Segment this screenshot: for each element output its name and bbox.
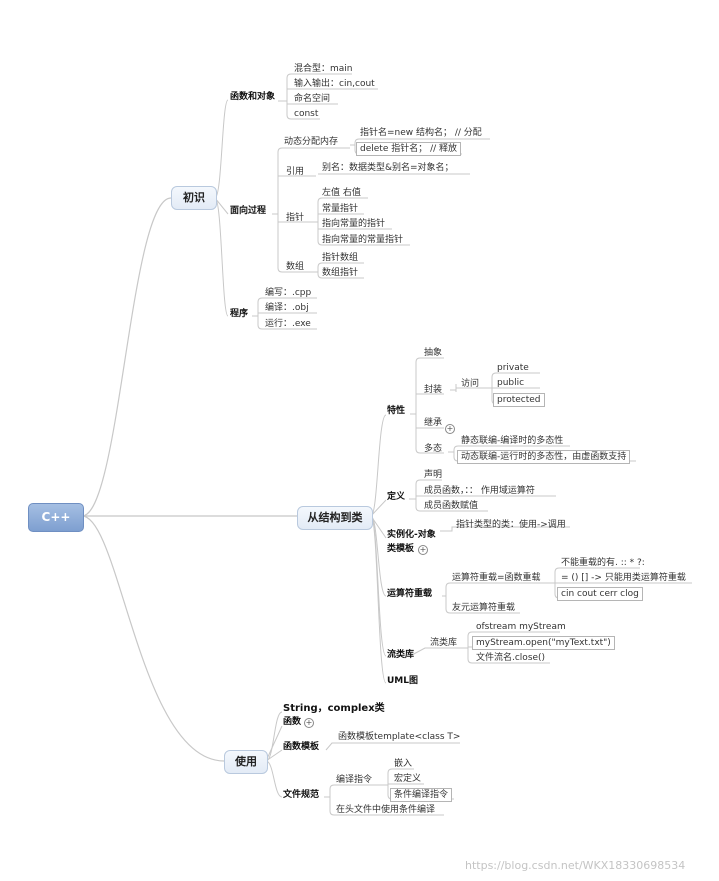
leaf-cin-cout-cerr-clog: cin cout cerr clog [557,587,643,601]
node-chongzai-hanshu[interactable]: 运算符重载=函数重载 [452,573,541,583]
node-hanshu-muban[interactable]: 函数模板 [283,742,320,752]
leaf-zhixiang-changliang-changliang: 指向常量的常量指针 [322,235,404,245]
leaf-toufile: 在头文件中使用条件编译 [336,805,436,815]
node-chengxu[interactable]: 程序 [230,309,249,319]
expand-plus-icon[interactable]: + [445,424,455,434]
leaf-new: 指针名=new 结构名； // 分配 [360,128,482,138]
leaf-hong-dingyi: 宏定义 [394,774,422,784]
node-yinyong[interactable]: 引用 [286,167,305,177]
node-liuleiku-sub[interactable]: 流类库 [430,638,458,648]
leaf-zhizhen-shuzu: 指针数组 [322,253,359,263]
leaf-cin-cout: 输入输出：cin,cout [294,79,375,89]
node-string-complex[interactable]: String，complex类 [283,703,385,714]
leaf-zhizhen-leixing: 指针类型的类：使用->调用 [456,520,566,530]
leaf-close: 文件流名.close() [476,653,546,663]
leaf-changliang-zhizhen: 常量指针 [322,204,359,214]
node-dingyi[interactable]: 定义 [387,492,406,502]
leaf-obj: 编译：.obj [265,303,309,313]
leaf-shengming: 声明 [424,470,443,480]
node-leimuban[interactable]: 类模板 [387,544,415,554]
branch-chushi[interactable]: 初识 [171,186,217,210]
branch-cong-jiegou-dao-lei[interactable]: 从结构到类 [297,506,373,530]
leaf-shuzu-zhizhen: 数组指针 [322,268,359,278]
leaf-template: 函数模板template<class T> [338,732,461,742]
node-shilihua[interactable]: 实例化-对象 [387,530,436,540]
leaf-exe: 运行：.exe [265,319,311,329]
leaf-private: private [497,363,529,373]
node-fangwen[interactable]: 访问 [461,379,480,389]
node-yunsuanfu-chongzai[interactable]: 运算符重载 [387,589,433,599]
leaf-const: const [294,109,319,119]
node-youyuan[interactable]: 友元运算符重载 [452,603,516,613]
node-bianyi-zhiling[interactable]: 编译指令 [336,775,373,785]
root-node[interactable]: C++ [28,503,84,532]
expand-plus-icon[interactable]: + [418,545,428,555]
leaf-public: public [497,378,525,388]
leaf-dongtai-lianbian: 动态联编-运行时的多态性，由虚函数支持 [457,450,631,464]
leaf-ofstream: ofstream myStream [476,622,566,632]
leaf-protected: protected [493,393,545,407]
node-hanshu[interactable]: 函数 [283,717,302,727]
leaf-chengyuan-fuzhi: 成员函数赋值 [424,501,479,511]
node-texing[interactable]: 特性 [387,406,406,416]
node-zhizhen[interactable]: 指针 [286,213,305,223]
leaf-zhixiang-changliang: 指向常量的指针 [322,219,386,229]
node-shuzu[interactable]: 数组 [286,262,305,272]
leaf-zuozhi-youzhi: 左值 右值 [322,188,361,198]
node-liuleiku[interactable]: 流类库 [387,650,415,660]
leaf-open: myStream.open("myText.txt") [472,636,615,650]
watermark: https://blog.csdn.net/WKX18330698534 [465,859,686,872]
leaf-buneng-chongzai: 不能重载的有. :: * ?: [561,558,645,568]
node-uml[interactable]: UML图 [387,676,418,686]
node-wenjian-guifan[interactable]: 文件规范 [283,790,320,800]
leaf-main: 混合型：main [294,64,353,74]
node-duotai[interactable]: 多态 [424,444,443,454]
node-jicheng[interactable]: 继承 [424,418,443,428]
node-dongtai-fenpei[interactable]: 动态分配内存 [284,137,339,147]
branch-shiyong[interactable]: 使用 [224,750,268,774]
node-chouxiang[interactable]: 抽象 [424,348,443,358]
node-hanshu-duixiang[interactable]: 函数和对象 [230,92,276,102]
leaf-tiaojian-bianyi: 条件编译指令 [390,788,453,802]
leaf-namespace: 命名空间 [294,94,331,104]
leaf-chengyuan-hanshu: 成员函数，：： 作用域运算符 [424,486,535,496]
node-fengzhuang[interactable]: 封装 [424,385,443,395]
leaf-jingtai-lianbian: 静态联编-编译时的多态性 [461,436,564,446]
node-mianxiang-guocheng[interactable]: 面向过程 [230,206,267,216]
leaf-qianru: 嵌入 [394,759,413,769]
leaf-bieming: 别名：数据类型&别名=对象名； [322,163,454,173]
leaf-zhineng-lei: = () [] -> 只能用类运算符重载 [561,573,686,583]
expand-plus-icon[interactable]: + [304,718,314,728]
leaf-delete: delete 指针名； // 释放 [356,142,462,156]
leaf-cpp: 编写：.cpp [265,288,312,298]
